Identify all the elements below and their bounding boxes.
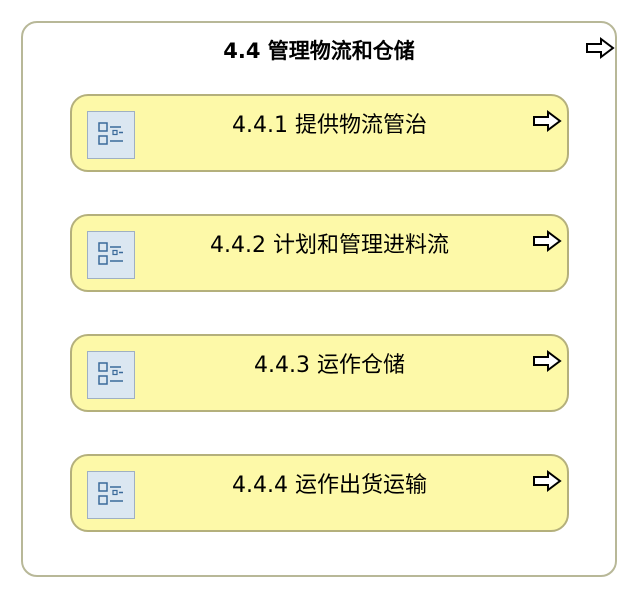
subprocess-label: 4.4.3 运作仓储 (254, 353, 405, 378)
subprocess-card-4-4-1[interactable]: 4.4.1 提供物流管治 (70, 94, 569, 172)
arrow-right-icon[interactable] (532, 230, 562, 252)
subprocess-label: 4.4.1 提供物流管治 (232, 113, 427, 138)
process-list-icon (87, 231, 135, 279)
process-container: 4.4 管理物流和仓储 4.4.1 提供物流管治 (21, 21, 617, 577)
subprocess-label: 4.4.4 运作出货运输 (232, 473, 427, 498)
subprocess-card-4-4-4[interactable]: 4.4.4 运作出货运输 (70, 454, 569, 532)
arrow-right-icon[interactable] (532, 470, 562, 492)
arrow-right-icon[interactable] (585, 37, 615, 59)
process-list-icon (87, 471, 135, 519)
process-list-icon (87, 351, 135, 399)
arrow-right-icon[interactable] (532, 110, 562, 132)
subprocess-card-4-4-2[interactable]: 4.4.2 计划和管理进料流 (70, 214, 569, 292)
process-list-icon (87, 111, 135, 159)
subprocess-card-4-4-3[interactable]: 4.4.3 运作仓储 (70, 334, 569, 412)
subprocess-label: 4.4.2 计划和管理进料流 (210, 233, 449, 258)
arrow-right-icon[interactable] (532, 350, 562, 372)
process-title: 4.4 管理物流和仓储 (223, 39, 415, 63)
